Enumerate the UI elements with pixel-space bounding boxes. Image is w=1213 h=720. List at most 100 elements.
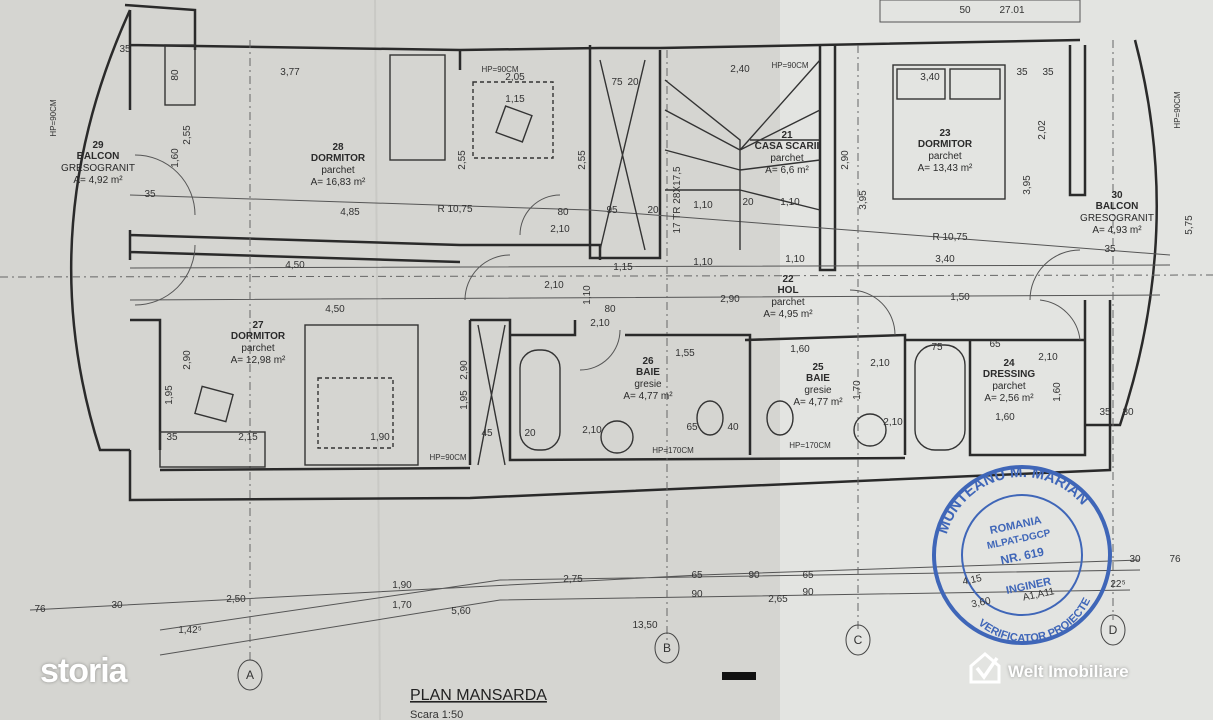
room-number: 27: [252, 320, 264, 331]
dimension-label: 2,75: [563, 574, 583, 585]
dimension-label: 4,50: [325, 304, 345, 315]
dimension-label: 1,70: [392, 600, 412, 611]
room-finish: parchet: [771, 297, 805, 308]
dimension-label: 4,85: [340, 207, 360, 218]
dimension-label: 80: [604, 304, 616, 315]
room-area: A= 2,56 m²: [984, 393, 1034, 404]
plan-scale: Scara 1:50: [410, 709, 463, 720]
dimension-label: 2,50: [226, 594, 246, 605]
dimension-label: 75: [611, 77, 623, 88]
bathtub: [519, 349, 561, 451]
room-number: 26: [642, 356, 654, 367]
dimension-label: 4,50: [285, 260, 305, 271]
dimension-label: R 10,75: [932, 232, 967, 243]
toilet: [766, 400, 794, 436]
dimension-label: HP=90CM: [771, 61, 808, 70]
dimension-label: 2,02: [1037, 120, 1048, 140]
dimension-label: 20: [627, 77, 639, 88]
room-name: DORMITOR: [918, 139, 973, 150]
dimension-label: 76: [1169, 554, 1181, 565]
storia-watermark: storia: [40, 652, 128, 690]
dimension-label: 3,95: [1022, 175, 1033, 195]
dimension-label: 35: [1016, 67, 1028, 78]
room-name: BALCON: [1096, 201, 1139, 212]
room-finish: GRESOGRANIT: [1080, 213, 1154, 224]
dimension-label: 2,90: [182, 350, 193, 370]
bed: [304, 324, 419, 466]
dimension-label: 90: [691, 589, 703, 600]
dimension-label: 35: [144, 189, 156, 200]
dimension-label: 22⁵: [1110, 579, 1125, 590]
dimension-label: 20: [647, 205, 659, 216]
room-number: 30: [1111, 190, 1123, 201]
dimension-label: 45: [481, 428, 493, 439]
dimension-label: 65: [802, 570, 814, 581]
room-number: 21: [781, 130, 793, 141]
room-finish: gresie: [634, 379, 662, 390]
axis-label: A: [246, 668, 254, 682]
dimension-label: 76: [34, 604, 46, 615]
room-finish: GRESOGRANIT: [61, 163, 135, 174]
dimension-label: 1,15: [505, 94, 525, 105]
dimension-label: 3,95: [858, 190, 869, 210]
dimension-label: 1,10: [693, 200, 713, 211]
axis-bubble: [237, 659, 263, 691]
dimension-label: 90: [802, 587, 814, 598]
dimension-label: 35: [166, 432, 178, 443]
dimension-label: 1,15: [613, 262, 633, 273]
dimension-label: 1,55: [675, 348, 695, 359]
dimension-label: 2,10: [870, 358, 890, 369]
room-number: 24: [1003, 358, 1015, 369]
dimension-label: 1,10: [785, 254, 805, 265]
dimension-label: 2,55: [577, 150, 588, 170]
axis-bubble: [1100, 614, 1126, 646]
grid-lines: [0, 40, 1213, 660]
room-finish: parchet: [928, 151, 962, 162]
room-name: DRESSING: [983, 369, 1035, 380]
room-number: 22: [782, 274, 794, 285]
dimension-label: 2,10: [590, 318, 610, 329]
dimension-label: 40: [727, 422, 739, 433]
room-finish: parchet: [241, 343, 275, 354]
dimension-label: 1,60: [1052, 382, 1063, 402]
room-name: DORMITOR: [231, 331, 286, 342]
dimension-label: 17 TR 28X17,5: [672, 166, 683, 234]
dimension-label: 1,60: [995, 412, 1015, 423]
axis-label: B: [663, 641, 671, 655]
dimension-label: 1,95: [459, 390, 470, 410]
room-area: A= 12,98 m²: [231, 355, 286, 366]
dimension-label: 30: [1129, 554, 1141, 565]
dimension-label: HP=90CM: [429, 453, 466, 462]
axis-label: C: [854, 633, 863, 647]
dimension-label: 5,75: [1184, 215, 1195, 235]
header-mark: 27.01: [999, 5, 1024, 16]
dimension-label: 2,10: [1038, 352, 1058, 363]
room-finish: parchet: [321, 165, 355, 176]
dimension-label: 65: [989, 339, 1001, 350]
dimension-label: 75: [931, 342, 943, 353]
dimension-label: 3,77: [280, 67, 300, 78]
dimension-label: 65: [691, 570, 703, 581]
room-number: 29: [92, 140, 104, 151]
dimension-label: 95: [606, 205, 618, 216]
room-area: A= 4,95 m²: [763, 309, 813, 320]
sink: [853, 413, 887, 447]
dimension-label: 3,40: [935, 254, 955, 265]
dimension-label: 2,15: [238, 432, 258, 443]
room-area: A= 6,6 m²: [765, 165, 809, 176]
room-finish: gresie: [804, 385, 832, 396]
dimension-label: 35: [119, 44, 131, 55]
dimension-label: 2,55: [182, 125, 193, 145]
dimension-label: 20: [524, 428, 536, 439]
room-name: BAIE: [806, 373, 830, 384]
room-name: DORMITOR: [311, 153, 366, 164]
dimension-label: 35: [1104, 244, 1116, 255]
paper-fold: [374, 0, 381, 720]
dimension-label: 1,90: [392, 580, 412, 591]
dimension-label: 2,10: [582, 425, 602, 436]
dimension-label: HP=170CM: [652, 446, 694, 455]
dimension-label: 1,10: [693, 257, 713, 268]
dimension-label: 2,90: [459, 360, 470, 380]
dimension-label: 35: [1099, 407, 1111, 418]
